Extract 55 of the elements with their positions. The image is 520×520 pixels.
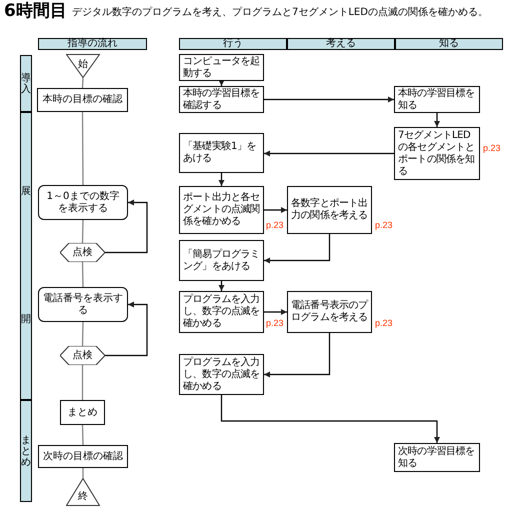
process-box: プログラムを入力し、数字の点滅を確かめる	[179, 354, 264, 395]
phase-band: まとめ	[20, 400, 32, 502]
page-reference: p.23	[375, 220, 393, 231]
process-box: 電話番号表示のプログラムを考える	[287, 291, 372, 333]
process-box: 次時の学習目標を知る	[394, 443, 480, 472]
arrow	[220, 395, 440, 443]
process-box: 「簡易プログラミング」をあける	[179, 240, 264, 281]
arrow	[264, 234, 330, 264]
connector-line	[82, 220, 84, 244]
connector-line	[82, 262, 84, 288]
rounded-process-box: 1～0までの数字を表示する	[38, 185, 128, 220]
process-box: まとめ	[60, 400, 105, 425]
process-box: コンピュータを起動する	[179, 54, 264, 81]
connector-line	[82, 78, 84, 88]
arrow	[218, 281, 224, 291]
page-reference: p.23	[483, 143, 501, 154]
process-box: 本時の学習目標を知る	[394, 86, 480, 113]
process-box: 本時の目標の確認	[37, 88, 128, 112]
arrow	[264, 150, 394, 156]
connector-line	[82, 468, 84, 478]
title: 6時間目	[4, 1, 67, 21]
arrow	[264, 96, 394, 102]
page-reference: p.23	[375, 318, 393, 329]
phase-band: 展開	[20, 112, 32, 400]
column-header: 考える	[287, 38, 395, 50]
connector-line	[82, 424, 84, 446]
terminal-label: 終	[78, 491, 88, 502]
arrow	[218, 80, 224, 86]
arrow	[264, 207, 287, 213]
terminal-label: 始	[78, 59, 88, 70]
lesson-goal-text: デジタル数字のプログラムを考え、プログラムと7セグメントLEDの点滅の関係を確かめる。	[72, 7, 488, 19]
column-header: 知る	[395, 38, 503, 50]
process-box: プログラムを入力し、数字の点滅を確かめる	[179, 291, 264, 333]
arrow	[105, 200, 148, 254]
connector-line	[82, 322, 84, 346]
column-header: 行う	[179, 38, 287, 50]
decision-label: 点検	[72, 247, 92, 258]
page-reference: p.23	[266, 318, 284, 329]
phase-band: 導入	[20, 55, 32, 112]
process-box: 本時の学習目標を確認する	[179, 86, 264, 113]
rounded-process-box: 電話番号を表示する	[38, 287, 128, 322]
page-reference: p.23	[266, 220, 284, 231]
connector-line	[82, 112, 84, 185]
decision-label: 点検	[72, 350, 92, 361]
process-box: 7セグメントLEDの各セグメントとポートの関係を知る	[394, 127, 480, 180]
arrow	[105, 302, 148, 356]
process-box: ポート出力と各セグメントの点滅関係を確かめる	[179, 186, 264, 234]
arrow	[218, 173, 224, 186]
arrow	[434, 113, 440, 127]
arrow	[264, 333, 330, 378]
arrow	[264, 309, 287, 315]
process-box: 次時の目標の確認	[38, 445, 128, 468]
process-box: 各数字とポート出力の関係を考える	[287, 186, 372, 234]
connector-line	[82, 365, 84, 400]
process-box: 「基礎実験1」をあける	[179, 133, 264, 173]
